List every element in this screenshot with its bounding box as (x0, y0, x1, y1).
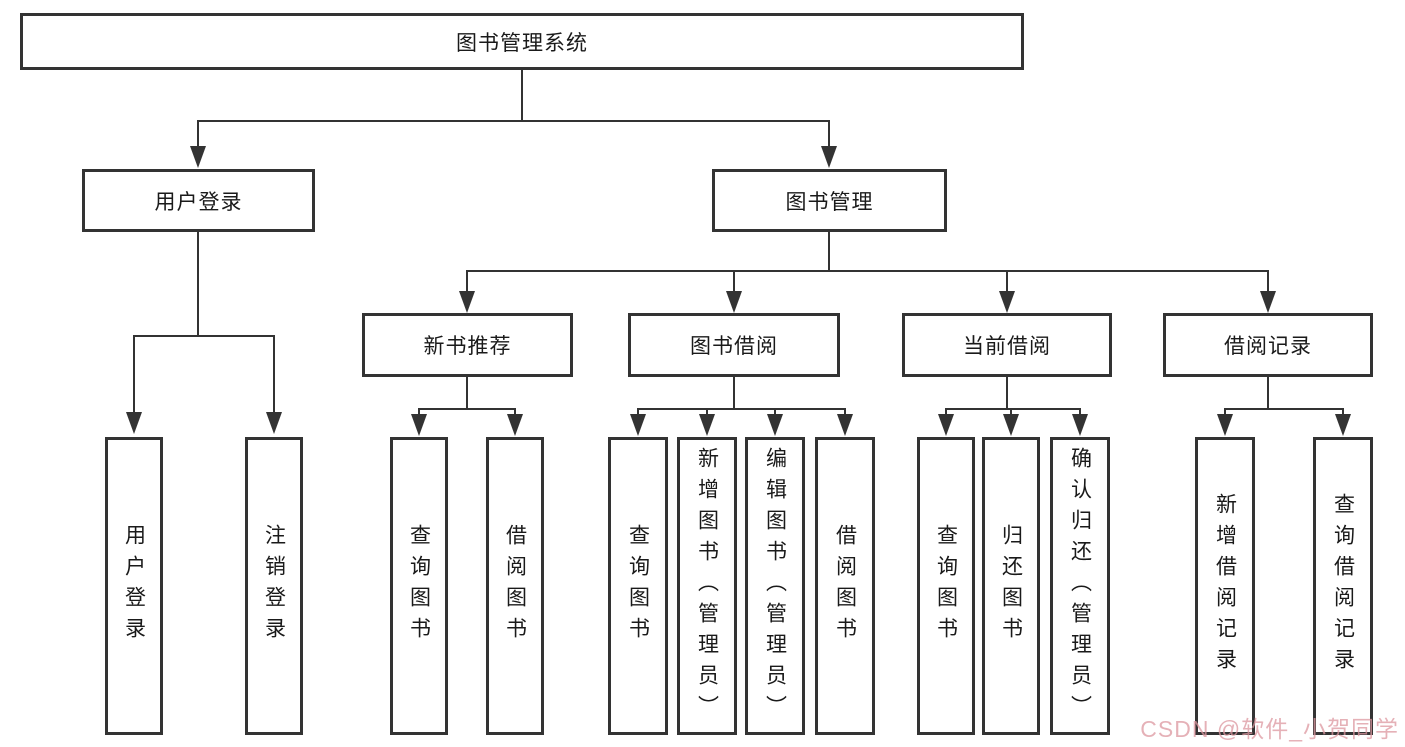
node-book-mgmt-branch-label: 图书管理 (785, 190, 874, 214)
arrow-down-icon (1217, 414, 1233, 436)
node-book-borrow-label: 图书借阅 (690, 335, 778, 358)
connector-rail (637, 408, 846, 410)
leaf-confirm-return-admin: 确认归还（管理员） (1050, 437, 1110, 735)
arrow-down-icon (459, 291, 475, 313)
leaf-query-current: 查询图书 (917, 437, 975, 735)
leaf-borrow-books-label: 借阅图书 (833, 524, 857, 648)
leaf-edit-books-admin-label: 编辑图书（管理员） (763, 446, 787, 726)
node-new-book-rec-label: 新书推荐 (423, 335, 512, 358)
arrow-down-icon (190, 146, 206, 168)
node-new-book-rec: 新书推荐 (362, 313, 573, 377)
connector-drop (466, 270, 468, 293)
leaf-logout-label: 注销登录 (262, 524, 286, 648)
arrow-down-icon (1072, 414, 1088, 436)
connector-rail (418, 408, 516, 410)
connector-drop (1267, 270, 1269, 293)
leaf-add-borrow-record-label: 新增借阅记录 (1213, 493, 1237, 679)
leaf-query-borrow-record: 查询借阅记录 (1313, 437, 1373, 735)
connector-drop (1079, 408, 1081, 416)
connector-drop (844, 408, 846, 416)
connector-drop (1342, 408, 1344, 416)
leaf-query-books-rec-label: 查询图书 (407, 524, 431, 648)
arrow-down-icon (1260, 291, 1276, 313)
node-borrow-records-label: 借阅记录 (1224, 335, 1312, 358)
connector-drop (637, 408, 639, 416)
leaf-return-books: 归还图书 (982, 437, 1040, 735)
connector-rail (945, 408, 1081, 410)
connector-drop (1224, 408, 1226, 416)
connector-user-login-drop (197, 120, 199, 148)
leaf-borrow-books: 借阅图书 (815, 437, 875, 735)
arrow-down-icon (837, 414, 853, 436)
connector-drop (133, 335, 135, 412)
connector-stem (1006, 377, 1008, 408)
connector-drop (774, 408, 776, 416)
leaf-logout: 注销登录 (245, 437, 303, 735)
arrow-down-icon (630, 414, 646, 436)
leaf-add-books-admin-label: 新增图书（管理员） (695, 446, 719, 726)
connector-drop (945, 408, 947, 416)
leaf-query-books: 查询图书 (608, 437, 668, 735)
arrow-down-icon (507, 414, 523, 436)
connector-book-mgmt-rail (466, 270, 1269, 272)
connector-stem (733, 377, 735, 408)
connector-stem (466, 377, 468, 408)
leaf-query-books-rec: 查询图书 (390, 437, 448, 735)
arrow-down-icon (1335, 414, 1351, 436)
arrow-down-icon (126, 412, 142, 434)
node-current-borrow-label: 当前借阅 (963, 335, 1051, 358)
arrow-down-icon (999, 291, 1015, 313)
node-book-borrow: 图书借阅 (628, 313, 840, 377)
arrow-down-icon (726, 291, 742, 313)
leaf-confirm-return-admin-label: 确认归还（管理员） (1068, 446, 1092, 726)
leaf-add-books-admin: 新增图书（管理员） (677, 437, 737, 735)
arrow-down-icon (411, 414, 427, 436)
connector-book-mgmt-stem (828, 232, 830, 270)
connector-root-rail (197, 120, 830, 122)
arrow-down-icon (821, 146, 837, 168)
node-borrow-records: 借阅记录 (1163, 313, 1373, 377)
connector-drop (418, 408, 420, 416)
connector-user-login-rail (133, 335, 274, 337)
connector-root-stem (521, 70, 523, 120)
connector-user-login-stem (197, 232, 199, 335)
arrow-down-icon (266, 412, 282, 434)
leaf-user-login-label: 用户登录 (122, 524, 146, 648)
node-user-login-branch-label: 用户登录 (154, 190, 243, 214)
node-current-borrow: 当前借阅 (902, 313, 1112, 377)
arrow-down-icon (699, 414, 715, 436)
leaf-return-books-label: 归还图书 (999, 524, 1023, 648)
leaf-add-borrow-record: 新增借阅记录 (1195, 437, 1255, 735)
connector-drop (514, 408, 516, 416)
node-user-login-branch: 用户登录 (82, 169, 315, 232)
leaf-borrow-books-rec: 借阅图书 (486, 437, 544, 735)
leaf-query-current-label: 查询图书 (934, 524, 958, 648)
leaf-user-login: 用户登录 (105, 437, 163, 735)
connector-drop (1010, 408, 1012, 416)
connector-drop (733, 270, 735, 293)
node-root-label: 图书管理系统 (456, 31, 588, 55)
leaf-borrow-books-rec-label: 借阅图书 (503, 524, 527, 648)
arrow-down-icon (938, 414, 954, 436)
connector-stem (1267, 377, 1269, 408)
connector-drop (1006, 270, 1008, 293)
leaf-query-borrow-record-label: 查询借阅记录 (1331, 493, 1355, 679)
node-root: 图书管理系统 (20, 13, 1024, 70)
connector-drop (706, 408, 708, 416)
arrow-down-icon (1003, 414, 1019, 436)
connector-drop (273, 335, 275, 412)
leaf-query-books-label: 查询图书 (626, 524, 650, 648)
connector-rail (1224, 408, 1344, 410)
leaf-edit-books-admin: 编辑图书（管理员） (745, 437, 805, 735)
node-book-mgmt-branch: 图书管理 (712, 169, 947, 232)
connector-book-mgmt-drop (828, 120, 830, 148)
arrow-down-icon (767, 414, 783, 436)
